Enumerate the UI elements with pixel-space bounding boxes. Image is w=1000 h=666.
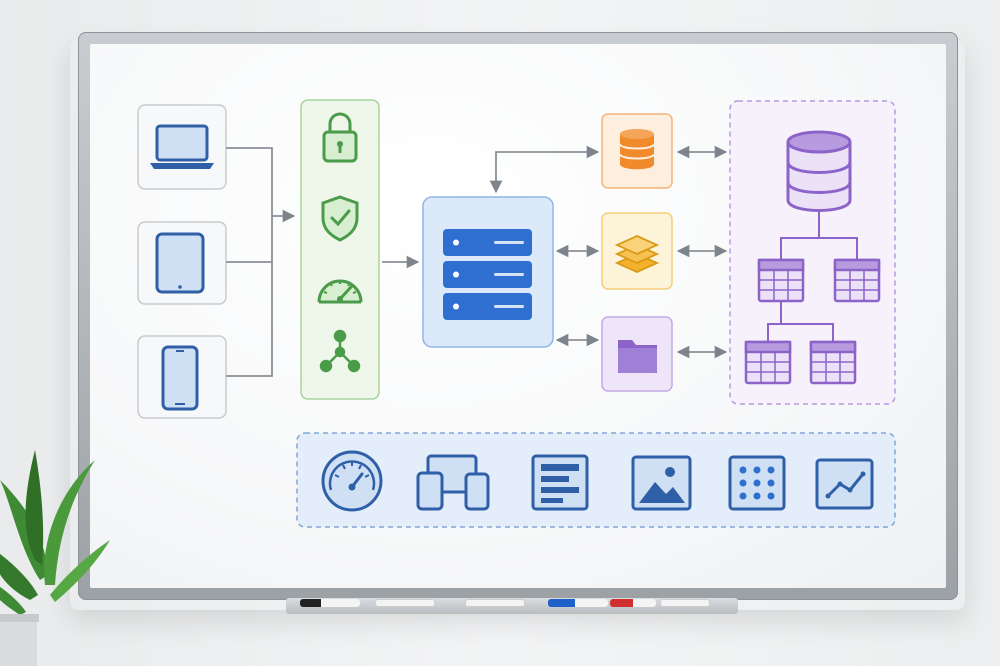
server-box: [423, 197, 553, 347]
table-icon: [746, 342, 790, 383]
database-icon: [620, 129, 654, 169]
image-icon: [633, 457, 690, 509]
database-schema-panel: [730, 101, 895, 404]
client-tablet-box: [138, 222, 226, 304]
grid-icon: [730, 457, 784, 509]
client-laptop-box: [138, 105, 226, 189]
smartphone-icon: [163, 347, 197, 409]
server-rack-icon: [443, 229, 532, 320]
security-layer-panel: [301, 100, 379, 399]
storage-database-box: [602, 114, 672, 188]
table-icon: [835, 260, 879, 301]
table-icon: [811, 342, 855, 383]
storage-folder-box: [602, 317, 672, 391]
dashboard-tools-panel: [297, 433, 895, 527]
table-icon: [759, 260, 803, 301]
client-connectors: [226, 148, 294, 376]
client-phone-box: [138, 336, 226, 418]
storage-layers-box: [602, 213, 672, 289]
layout-icon: [533, 456, 587, 509]
potted-plant: [0, 380, 110, 666]
database-cylinder-icon: [788, 132, 850, 211]
tablet-icon: [157, 234, 203, 292]
line-chart-icon: [817, 460, 872, 508]
layers-icon: [617, 236, 657, 272]
gauge-icon: [323, 452, 381, 510]
storage-database-connectors: [678, 152, 726, 352]
